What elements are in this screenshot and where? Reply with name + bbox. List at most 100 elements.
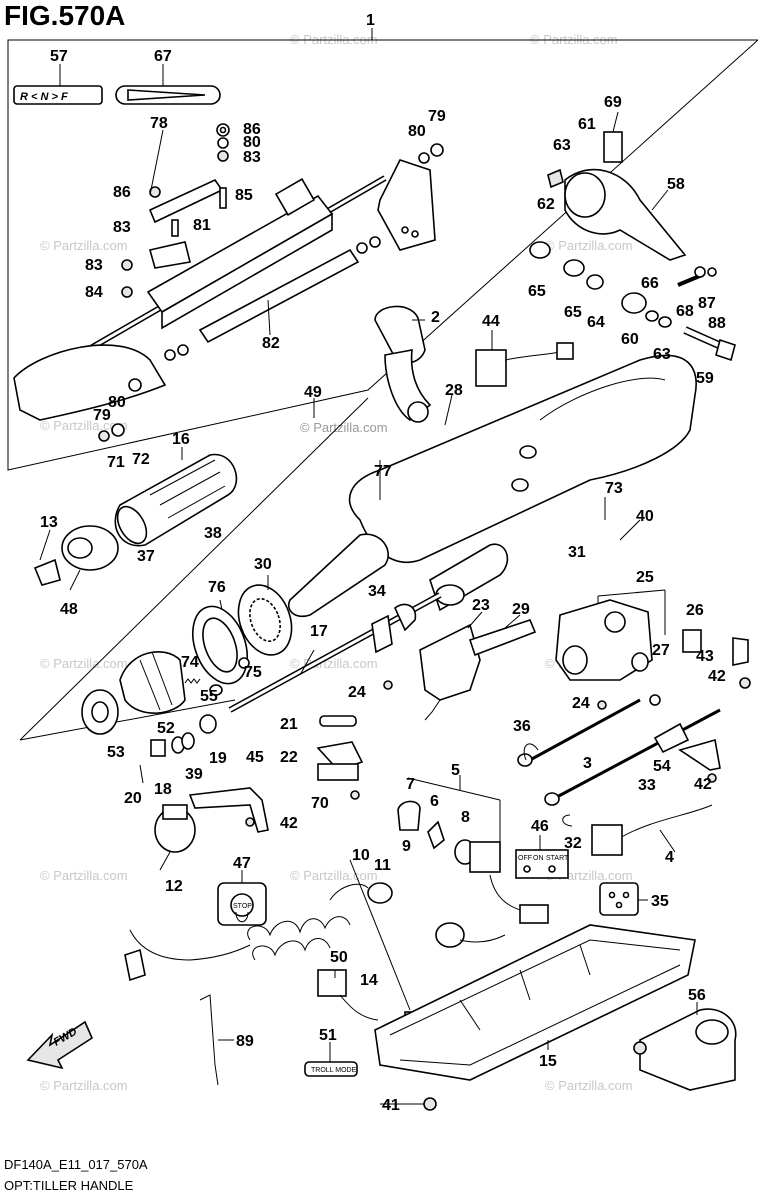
callout-18: 18 bbox=[154, 781, 172, 798]
lanyard-coil bbox=[124, 882, 393, 982]
callout-35: 35 bbox=[651, 893, 669, 910]
callout-87: 87 bbox=[698, 295, 716, 312]
callout-70: 70 bbox=[311, 795, 329, 812]
callout-29: 29 bbox=[512, 601, 530, 618]
figure-title: FIG.570A bbox=[4, 0, 126, 31]
svg-text:START: START bbox=[546, 855, 569, 862]
callout-58: 58 bbox=[667, 176, 685, 193]
callout-42: 42 bbox=[280, 815, 298, 832]
switches-7-6-8-9 bbox=[397, 777, 549, 924]
callout-5: 5 bbox=[451, 762, 460, 779]
watermark: © Partzilla.com bbox=[545, 1078, 633, 1093]
gear-30 bbox=[237, 584, 293, 656]
bracket-45 bbox=[188, 787, 269, 833]
callout-21: 21 bbox=[280, 716, 298, 733]
callout-47: 47 bbox=[233, 855, 251, 872]
callout-28: 28 bbox=[445, 382, 463, 399]
svg-text:ON: ON bbox=[533, 855, 544, 862]
callout-24: 24 bbox=[348, 684, 366, 701]
callout-55: 55 bbox=[200, 688, 218, 705]
callout-84: 84 bbox=[85, 284, 103, 301]
figure-code: DF140A_E11_017_570A bbox=[4, 1157, 148, 1172]
lower-cover-15 bbox=[374, 924, 696, 1081]
bracket-23 bbox=[383, 619, 537, 721]
callout-46: 46 bbox=[531, 818, 549, 835]
callout-86: 86 bbox=[113, 184, 131, 201]
callout-24: 24 bbox=[572, 695, 590, 712]
callout-17: 17 bbox=[310, 623, 328, 640]
callout-23: 23 bbox=[472, 597, 490, 614]
callout-39: 39 bbox=[185, 766, 203, 783]
watermark: © Partzilla.com bbox=[300, 420, 388, 435]
gear-indicator-label: R < N > F bbox=[13, 64, 103, 105]
pin-89 bbox=[199, 994, 219, 1086]
callout-48: 48 bbox=[60, 601, 78, 618]
callout-79: 79 bbox=[428, 108, 446, 125]
callout-64: 64 bbox=[587, 314, 605, 331]
spring-74 bbox=[184, 678, 201, 684]
callout-15: 15 bbox=[539, 1053, 557, 1070]
callout-54: 54 bbox=[653, 758, 671, 775]
callout-19: 19 bbox=[209, 750, 227, 767]
callout-72: 72 bbox=[132, 451, 150, 468]
bracket-58 bbox=[547, 131, 687, 261]
callout-40: 40 bbox=[636, 508, 654, 525]
callout-25: 25 bbox=[636, 569, 654, 586]
callout-74: 74 bbox=[181, 654, 199, 671]
callout-89: 89 bbox=[236, 1033, 254, 1050]
callout-56: 56 bbox=[688, 987, 706, 1004]
callout-32: 32 bbox=[564, 835, 582, 852]
bracket-48 bbox=[33, 525, 119, 586]
callout-61: 61 bbox=[578, 116, 596, 133]
callout-9: 9 bbox=[402, 838, 411, 855]
plate-35 bbox=[599, 882, 639, 916]
callout-20: 20 bbox=[124, 790, 142, 807]
harness-4 bbox=[591, 804, 713, 856]
watermark: © Partzilla.com bbox=[40, 868, 128, 883]
callout-63: 63 bbox=[653, 346, 671, 363]
callout-52: 52 bbox=[157, 720, 175, 737]
callout-37: 37 bbox=[137, 548, 155, 565]
callout-69: 69 bbox=[604, 94, 622, 111]
callout-42: 42 bbox=[694, 776, 712, 793]
switch-44 bbox=[475, 342, 574, 387]
figure-caption: OPT:TILLER HANDLE bbox=[4, 1178, 134, 1193]
callout-57: 57 bbox=[50, 48, 68, 65]
callout-85: 85 bbox=[235, 187, 253, 204]
callout-86: 86 bbox=[243, 121, 261, 138]
callout-73: 73 bbox=[605, 480, 623, 497]
watermark: © Partzilla.com bbox=[40, 238, 128, 253]
callout-41: 41 bbox=[382, 1097, 400, 1114]
callout-27: 27 bbox=[652, 642, 670, 659]
callout-2: 2 bbox=[431, 309, 440, 326]
callout-83: 83 bbox=[85, 257, 103, 274]
decal-67 bbox=[115, 64, 221, 105]
callout-83: 83 bbox=[113, 219, 131, 236]
callout-13: 13 bbox=[40, 514, 58, 531]
callout-66: 66 bbox=[641, 275, 659, 292]
watermark: © Partzilla.com bbox=[290, 868, 378, 883]
block-25 bbox=[555, 589, 751, 710]
callout-63: 63 bbox=[553, 137, 571, 154]
callout-80: 80 bbox=[408, 123, 426, 140]
callout-43: 43 bbox=[696, 648, 714, 665]
callout-60: 60 bbox=[621, 331, 639, 348]
svg-text:STOP: STOP bbox=[233, 903, 252, 910]
callout-62: 62 bbox=[537, 196, 555, 213]
callout-14: 14 bbox=[360, 972, 378, 989]
callout-34: 34 bbox=[368, 583, 386, 600]
callout-33: 33 bbox=[638, 777, 656, 794]
callout-44: 44 bbox=[482, 313, 500, 330]
handle-grip-2 bbox=[374, 305, 432, 423]
cap-53-52 bbox=[81, 651, 186, 735]
callout-49: 49 bbox=[304, 384, 322, 401]
small-parts-left bbox=[139, 657, 250, 784]
bolt-41 bbox=[423, 1097, 437, 1111]
callout-75: 75 bbox=[244, 664, 262, 681]
grip-16 bbox=[114, 453, 238, 547]
callout-50: 50 bbox=[330, 949, 348, 966]
callout-16: 16 bbox=[172, 431, 190, 448]
callout-68: 68 bbox=[676, 303, 694, 320]
